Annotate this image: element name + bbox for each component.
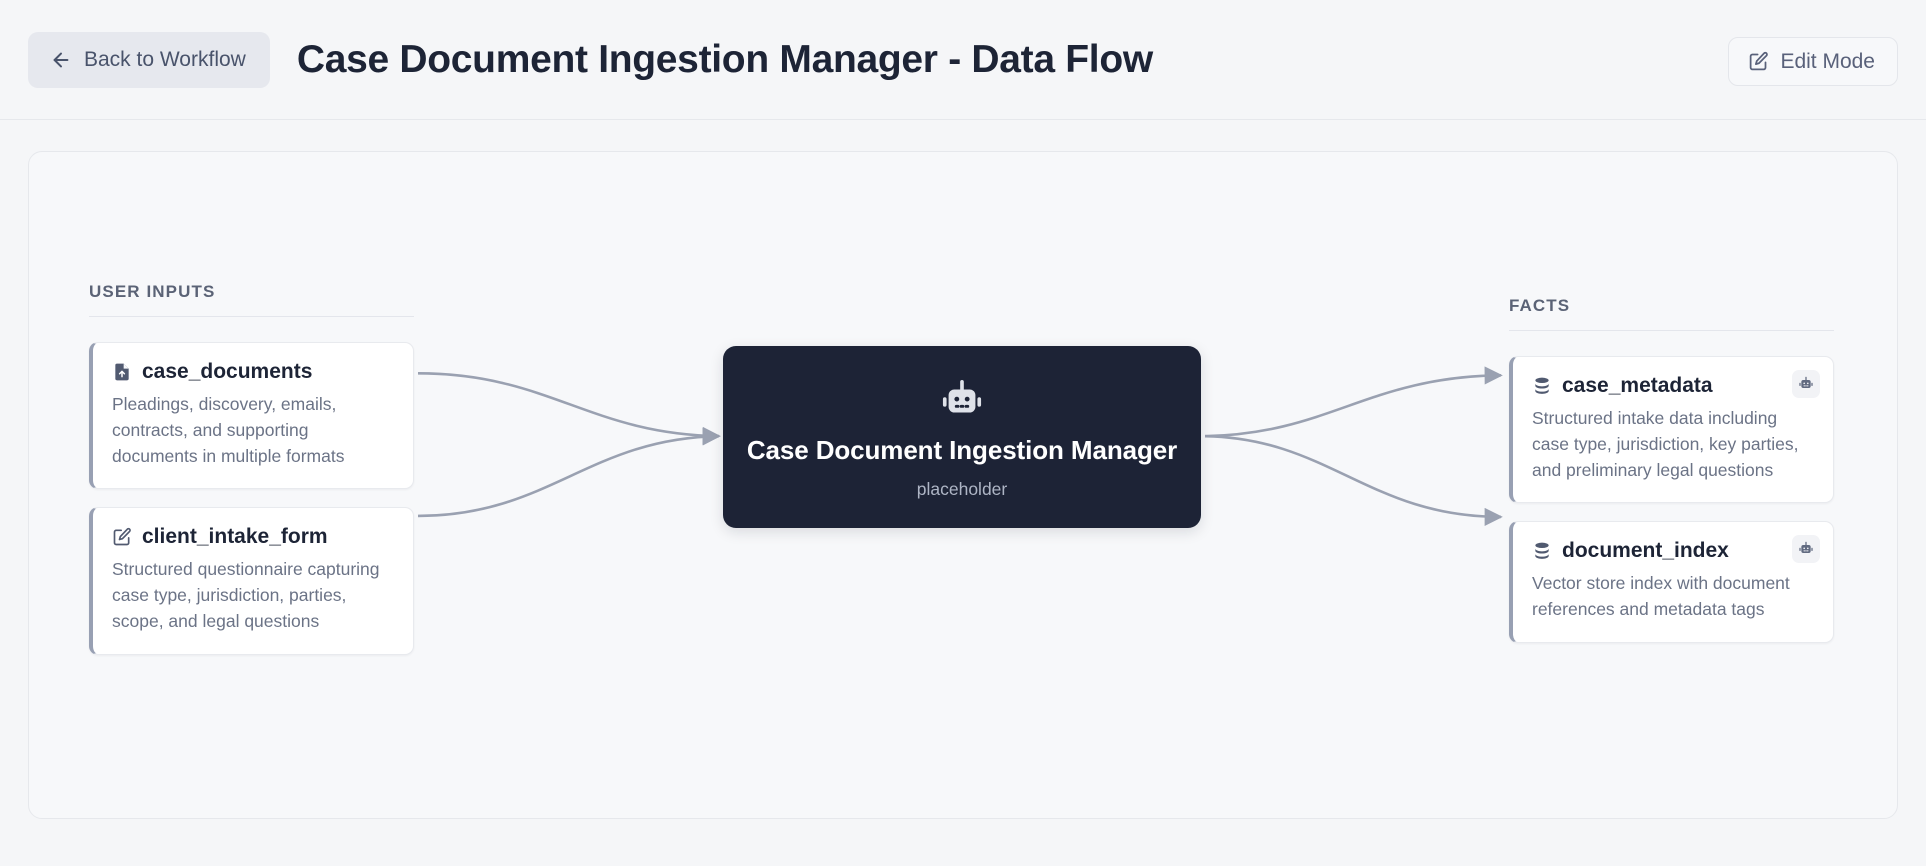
agent-generated-badge[interactable] [1792,370,1820,398]
card-header: client_intake_form [112,525,394,548]
edit-mode-label: Edit Mode [1780,50,1875,73]
card-description: Pleadings, discovery, emails, contracts,… [112,394,345,466]
robot-icon [939,378,985,424]
card-description: Vector store index with document referen… [1532,573,1790,620]
card-header: case_documents [112,360,394,383]
edge-node-to-document-index [1204,434,1503,526]
back-to-workflow-button[interactable]: Back to Workflow [28,31,270,88]
agent-node-case-document-ingestion-manager[interactable]: Case Document Ingestion Manager placehol… [723,346,1201,528]
robot-icon [1799,541,1813,554]
page-title: Case Document Ingestion Manager - Data F… [296,37,1153,81]
edge-node-to-case-metadata [1204,366,1503,438]
arrow-left-icon [50,49,72,71]
app-header: Back to Workflow Case Document Ingestion… [0,0,1926,120]
card-title: document_index [1562,539,1729,563]
fact-card-case-metadata[interactable]: case_metadata Structured intake data inc… [1509,356,1834,504]
column-user-inputs: USER INPUTS case_documents Pleadings, di… [89,282,414,673]
agent-node-title: Case Document Ingestion Manager [746,435,1178,465]
card-title: case_documents [142,360,313,383]
input-card-case-documents[interactable]: case_documents Pleadings, discovery, ema… [89,342,414,490]
agent-generated-badge[interactable] [1792,535,1820,564]
card-header: case_metadata [1532,374,1814,397]
card-description: Structured questionnaire capturing case … [112,559,380,631]
robot-icon [1799,376,1813,388]
agent-node-subtitle: placeholder [916,479,1008,499]
database-icon [1532,541,1552,561]
column-heading-user-inputs: USER INPUTS [89,282,414,317]
card-title: case_metadata [1562,374,1713,397]
card-description: Structured intake data including case ty… [1532,408,1799,480]
square-pen-icon [112,527,132,547]
column-heading-facts: FACTS [1509,296,1834,331]
data-flow-canvas[interactable]: USER INPUTS case_documents Pleadings, di… [28,151,1898,819]
file-up-icon [112,362,132,382]
edge-client-intake-form-to-node [417,427,721,518]
edge-case-documents-to-node [417,372,721,445]
edit-mode-button[interactable]: Edit Mode [1728,37,1898,86]
database-icon [1532,376,1552,396]
fact-card-document-index[interactable]: document_index Vector store index with d… [1509,521,1834,643]
card-header: document_index [1532,539,1814,562]
edge-layer [417,366,1503,526]
column-facts: FACTS case_metadata [1509,296,1834,661]
back-to-workflow-label: Back to Workflow [84,48,246,71]
input-card-client-intake-form[interactable]: client_intake_form Structured questionna… [89,507,414,655]
card-title: client_intake_form [142,525,328,549]
square-pen-icon [1748,51,1769,72]
